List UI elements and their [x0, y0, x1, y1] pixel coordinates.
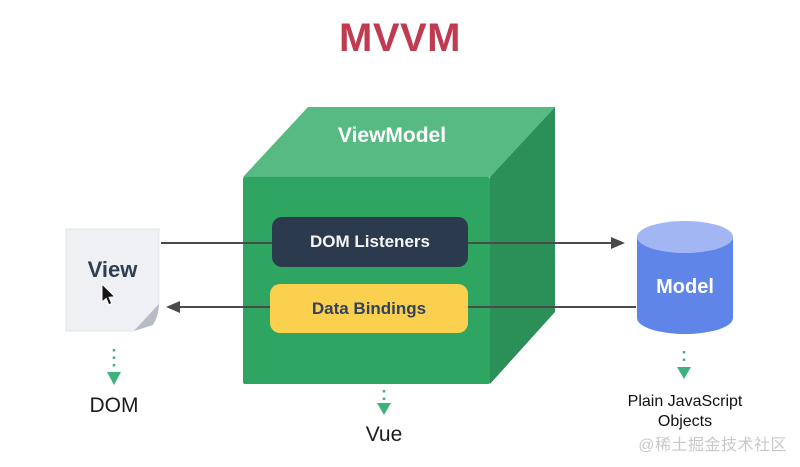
dom-label: DOM: [89, 394, 139, 417]
dotted-arrow-viewmodel-to-vue: [377, 390, 391, 415]
dom-listeners-label: DOM Listeners: [310, 232, 430, 251]
mouse-cursor-icon: [101, 282, 116, 306]
diagram-title: MVVM: [339, 16, 461, 60]
view-label: View: [87, 257, 138, 282]
dom-listeners-box: DOM Listeners: [272, 217, 468, 267]
vue-label: Vue: [365, 423, 403, 446]
model-label: Model: [656, 276, 714, 298]
watermark: @稀土掘金技术社区: [638, 437, 787, 454]
arrow-head-down-icon: [377, 403, 391, 415]
arrow-head-left-icon: [166, 301, 180, 313]
viewmodel-label: ViewModel: [337, 124, 447, 147]
cylinder-top: [637, 221, 733, 253]
dotted-arrow-model-to-objects: [677, 351, 691, 379]
arrow-head-right-icon: [611, 237, 625, 249]
model-database-icon: [637, 221, 733, 334]
plain-javascript-objects-label: Plain JavaScript Objects: [627, 393, 743, 431]
view-document-icon: [65, 228, 160, 332]
data-bindings-box: Data Bindings: [270, 284, 468, 333]
dotted-arrow-view-to-dom: [107, 349, 121, 385]
data-bindings-label: Data Bindings: [311, 298, 427, 318]
cube-right-face: [490, 107, 555, 384]
cube-top-face: [243, 107, 555, 177]
arrow-head-down-icon: [677, 367, 691, 379]
document-fold-corner: [134, 304, 159, 331]
arrow-head-down-icon: [107, 372, 121, 385]
cube-front-face: [243, 177, 490, 384]
cylinder-body: [637, 237, 733, 334]
